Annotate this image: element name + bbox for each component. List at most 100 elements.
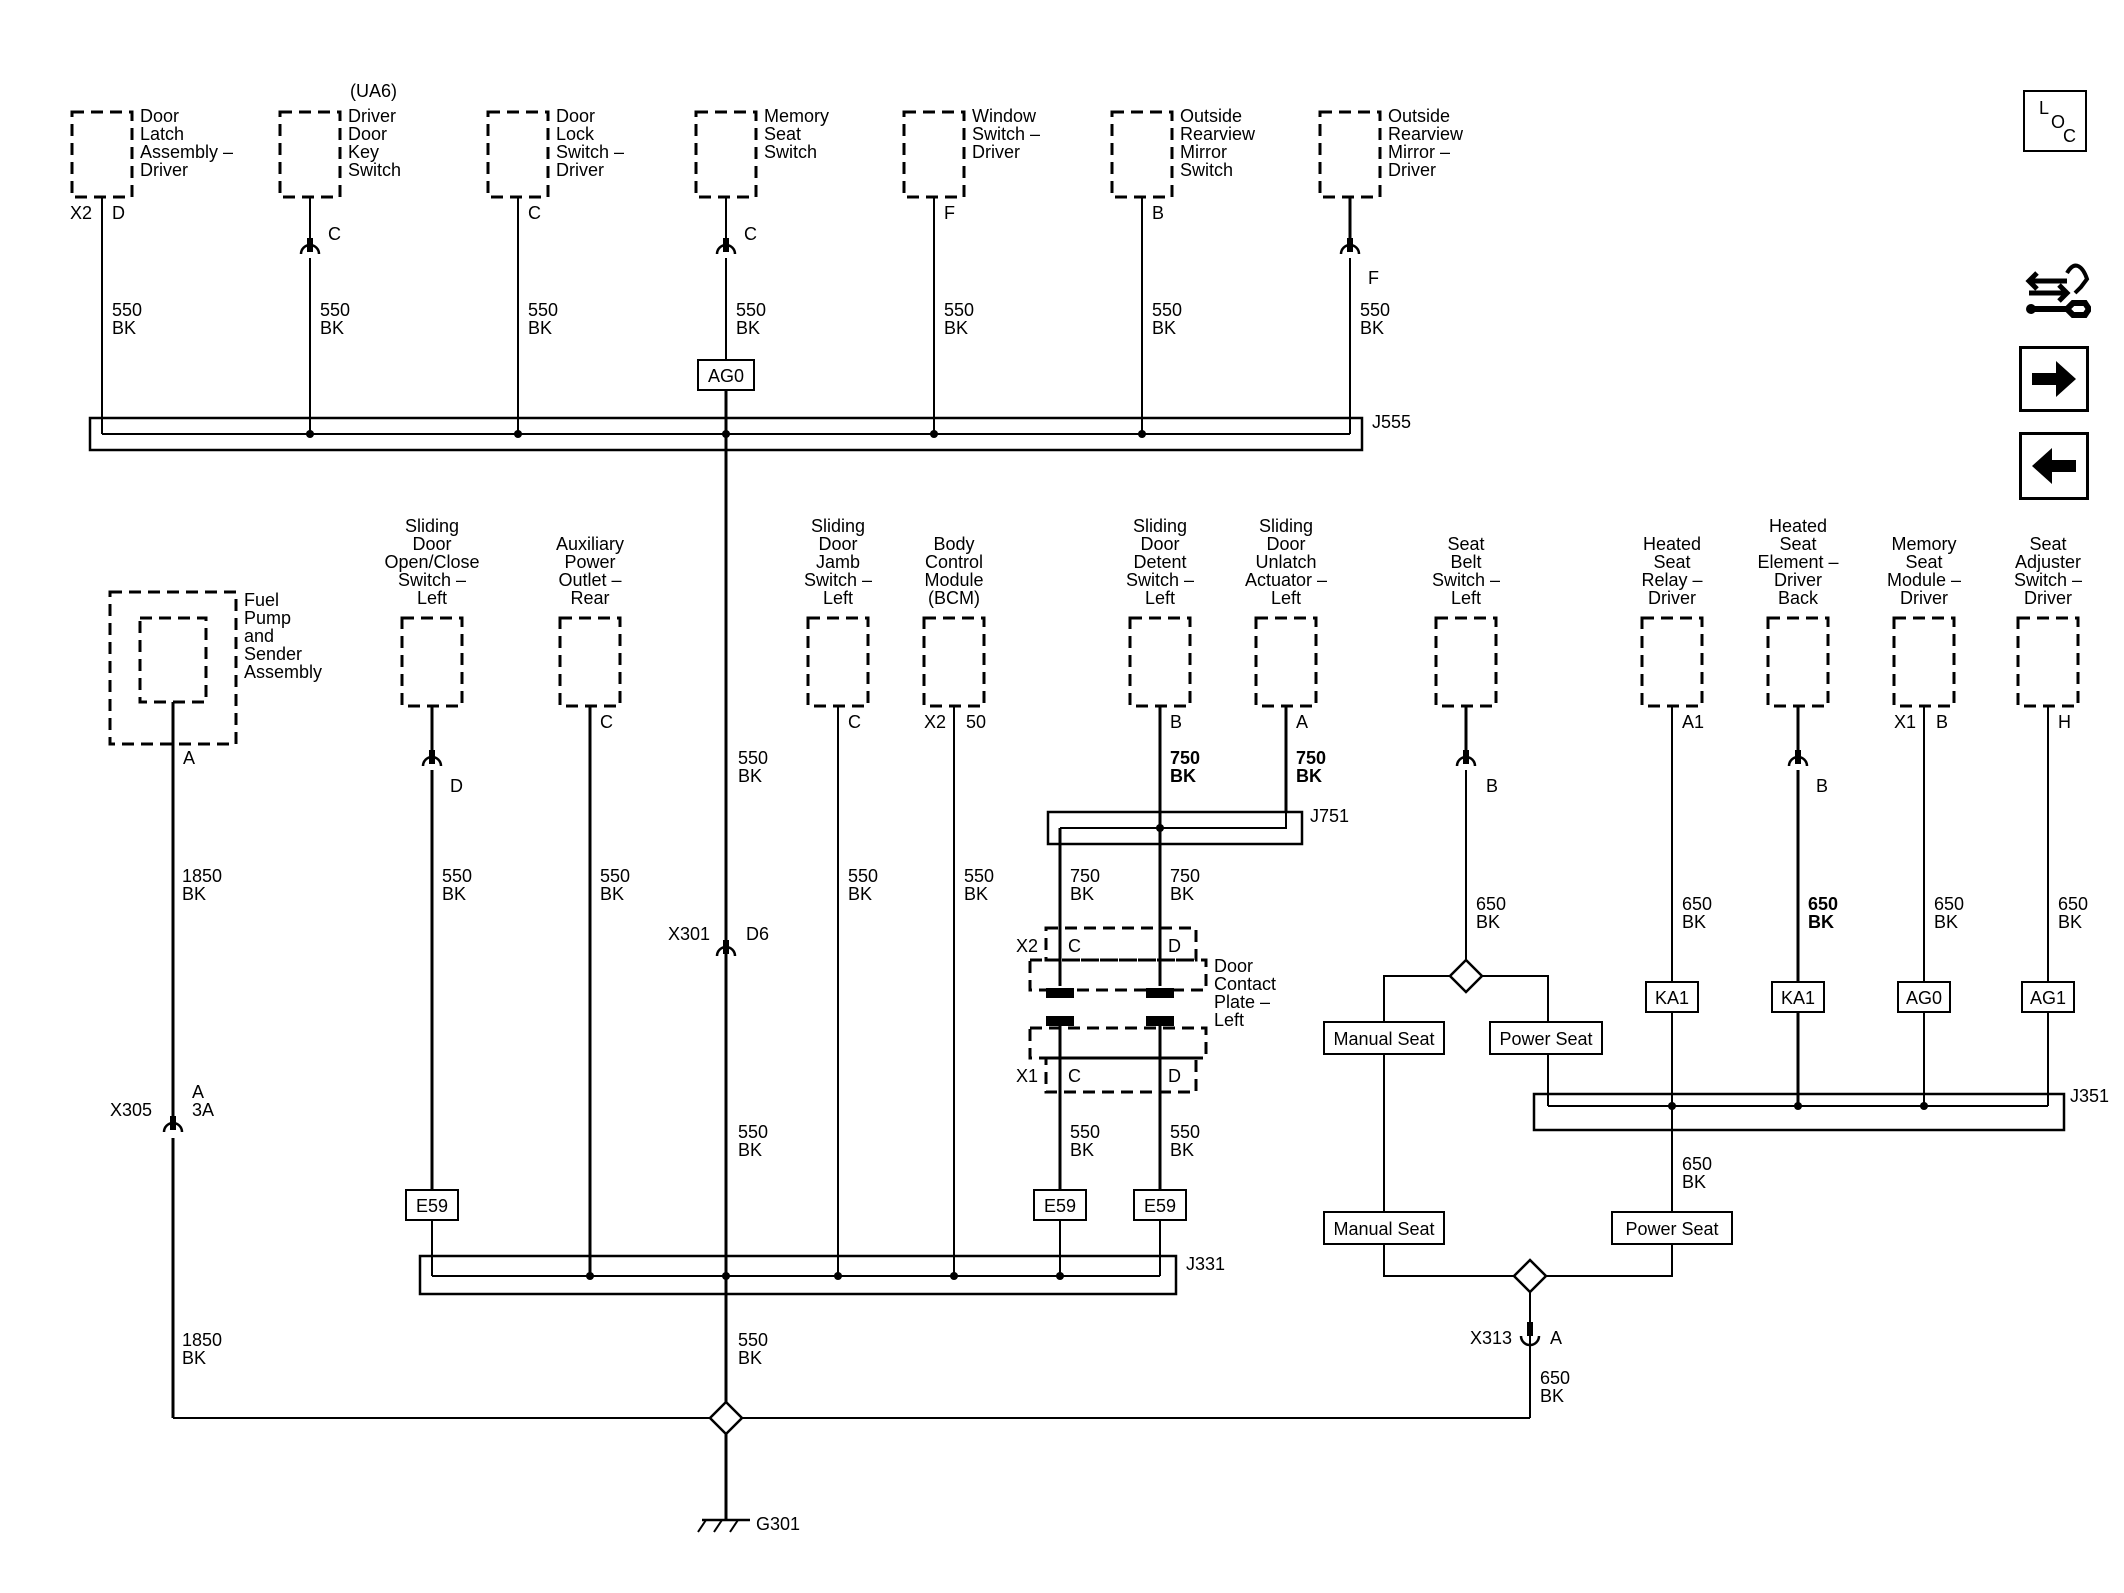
conn-x305-pin bbox=[170, 1116, 176, 1130]
heated-seat-relay-label-0: Heated bbox=[1643, 534, 1701, 554]
wire-j751-right-gauge: 750 bbox=[1170, 866, 1200, 886]
wire-mirror-gauge: 550 bbox=[1360, 300, 1390, 320]
j555-label: J555 bbox=[1372, 412, 1411, 432]
code-ka1-relay: KA1 bbox=[1655, 988, 1689, 1008]
driver-door-key-switch-label-0: Driver bbox=[348, 106, 396, 126]
wire-j751-left-color: BK bbox=[1070, 884, 1094, 904]
wire-power-branch-top bbox=[1482, 975, 1549, 1022]
sliding-door-open-switch-label-4: Left bbox=[417, 588, 447, 608]
heated-seat-relay-label-1: Seat bbox=[1653, 552, 1690, 572]
fuel-pump-label-1: Pump bbox=[244, 608, 291, 628]
wire-bcm-gauge: 550 bbox=[964, 866, 994, 886]
j331-label: J331 bbox=[1186, 1254, 1225, 1274]
memory-seat-module-label-2: Module – bbox=[1887, 570, 1961, 590]
wrench-icon bbox=[2025, 263, 2093, 318]
code-ag0-module: AG0 bbox=[1906, 988, 1942, 1008]
conn-memory-switch-pin bbox=[723, 238, 729, 252]
wire-apo-gauge: 550 bbox=[600, 866, 630, 886]
outside-mirror-switch-label-1: Rearview bbox=[1180, 124, 1256, 144]
sas-pin: H bbox=[2058, 712, 2071, 732]
conn-sbs-pin bbox=[1463, 750, 1469, 764]
window-switch-pin: F bbox=[944, 203, 955, 223]
wire-door-latch-color: BK bbox=[112, 318, 136, 338]
seat-belt-switch-label-3: Left bbox=[1451, 588, 1481, 608]
wire-sbs-gauge: 650 bbox=[1476, 894, 1506, 914]
door-latch-assembly-label-2: Assembly – bbox=[140, 142, 233, 162]
wire-door-latch-gauge: 550 bbox=[112, 300, 142, 320]
window-switch-box bbox=[902, 110, 966, 199]
outside-mirror-label-3: Driver bbox=[1388, 160, 1436, 180]
next-page-button[interactable] bbox=[2019, 346, 2089, 412]
fuel-pump-outer-box bbox=[108, 590, 238, 746]
wire-j751-left-gauge: 750 bbox=[1070, 866, 1100, 886]
previous-page-button[interactable] bbox=[2019, 432, 2089, 500]
wire-sdo-color: BK bbox=[442, 884, 466, 904]
j555-node-1 bbox=[514, 430, 522, 438]
sliding-door-unlatch-actuator-label-1: Door bbox=[1266, 534, 1305, 554]
msm-pin: B bbox=[1936, 712, 1948, 732]
seat-belt-switch-label-2: Switch – bbox=[1432, 570, 1500, 590]
wire-manual-bottom bbox=[1383, 1244, 1514, 1277]
outside-mirror-switch-label-3: Switch bbox=[1180, 160, 1233, 180]
dcp-terminal-bottom-1 bbox=[1146, 1016, 1174, 1026]
ground-splice bbox=[708, 1400, 744, 1436]
option-manual-upper: Manual Seat bbox=[1333, 1029, 1434, 1049]
wire-hse-gauge: 650 bbox=[1808, 894, 1838, 914]
j555-node-2 bbox=[722, 430, 730, 438]
x313-label: X313 bbox=[1470, 1328, 1512, 1348]
wire-msm-gauge: 650 bbox=[1934, 894, 1964, 914]
memory-seat-module-label-3: Driver bbox=[1900, 588, 1948, 608]
memory-seat-switch-label-0: Memory bbox=[764, 106, 829, 126]
option-power-lower: Power Seat bbox=[1625, 1219, 1718, 1239]
tools-button[interactable] bbox=[2023, 253, 2093, 331]
x301-pin: D6 bbox=[746, 924, 769, 944]
x305-label: X305 bbox=[110, 1100, 152, 1120]
code-ka1-element: KA1 bbox=[1781, 988, 1815, 1008]
door-latch-assembly-label-0: Door bbox=[140, 106, 179, 126]
location-button[interactable]: L O C bbox=[2023, 90, 2087, 152]
x313-pin: A bbox=[1550, 1328, 1562, 1348]
conn-x301-pin bbox=[723, 940, 729, 954]
body-control-module-label-2: Module bbox=[924, 570, 983, 590]
window-switch-label-1: Switch – bbox=[972, 124, 1040, 144]
wire-mirror-switch-color: BK bbox=[1152, 318, 1176, 338]
ground-g301-label: G301 bbox=[756, 1514, 800, 1534]
driver-door-key-switch-label-3: Switch bbox=[348, 160, 401, 180]
door-latch-assembly-label-1: Latch bbox=[140, 124, 184, 144]
memory-seat-switch-label-2: Switch bbox=[764, 142, 817, 162]
wire-lock-switch-color: BK bbox=[528, 318, 552, 338]
dcp-terminal-top-1 bbox=[1146, 988, 1174, 998]
splice-pack-j555 bbox=[88, 416, 1364, 452]
sliding-door-detent-switch-label-3: Switch – bbox=[1126, 570, 1194, 590]
heated-seat-relay-label-3: Driver bbox=[1648, 588, 1696, 608]
sliding-door-jamb-switch-label-0: Sliding bbox=[811, 516, 865, 536]
memory-seat-switch-label-1: Seat bbox=[764, 124, 801, 144]
dcp-plate-lower bbox=[1028, 1026, 1208, 1060]
body-control-module-label-0: Body bbox=[933, 534, 974, 554]
wire-fuel-top-color: BK bbox=[182, 884, 206, 904]
fuel-pump-label-4: Assembly bbox=[244, 662, 322, 682]
key-switch-pin: C bbox=[328, 224, 341, 244]
heated-seat-element-label-3: Driver bbox=[1774, 570, 1822, 590]
j331-node-0 bbox=[586, 1272, 594, 1280]
mirror-switch-pin: B bbox=[1152, 203, 1164, 223]
mirror-pin: F bbox=[1368, 268, 1379, 288]
splice-pack-j331 bbox=[418, 1254, 1178, 1296]
memory-switch-pin: C bbox=[744, 224, 757, 244]
dcp-plate-upper bbox=[1028, 958, 1208, 992]
heated-seat-element-label-1: Seat bbox=[1779, 534, 1816, 554]
sbs-pin: B bbox=[1486, 776, 1498, 796]
hse-pin: B bbox=[1816, 776, 1828, 796]
wire-sbs-color: BK bbox=[1476, 912, 1500, 932]
door-latch-assembly-box bbox=[70, 110, 134, 199]
wire-window-switch-color: BK bbox=[944, 318, 968, 338]
seat-adjuster-switch-label-3: Driver bbox=[2024, 588, 2072, 608]
wire-power-seat-lower-gauge: 650 bbox=[1682, 1154, 1712, 1174]
sliding-door-jamb-switch-label-2: Jamb bbox=[816, 552, 860, 572]
door-lock-switch-box bbox=[486, 110, 550, 199]
dcp-x2-box bbox=[1044, 926, 1198, 962]
option-power-upper: Power Seat bbox=[1499, 1029, 1592, 1049]
dcp-x2-pin-c: C bbox=[1068, 936, 1081, 956]
arrow-right-icon bbox=[2032, 361, 2076, 397]
